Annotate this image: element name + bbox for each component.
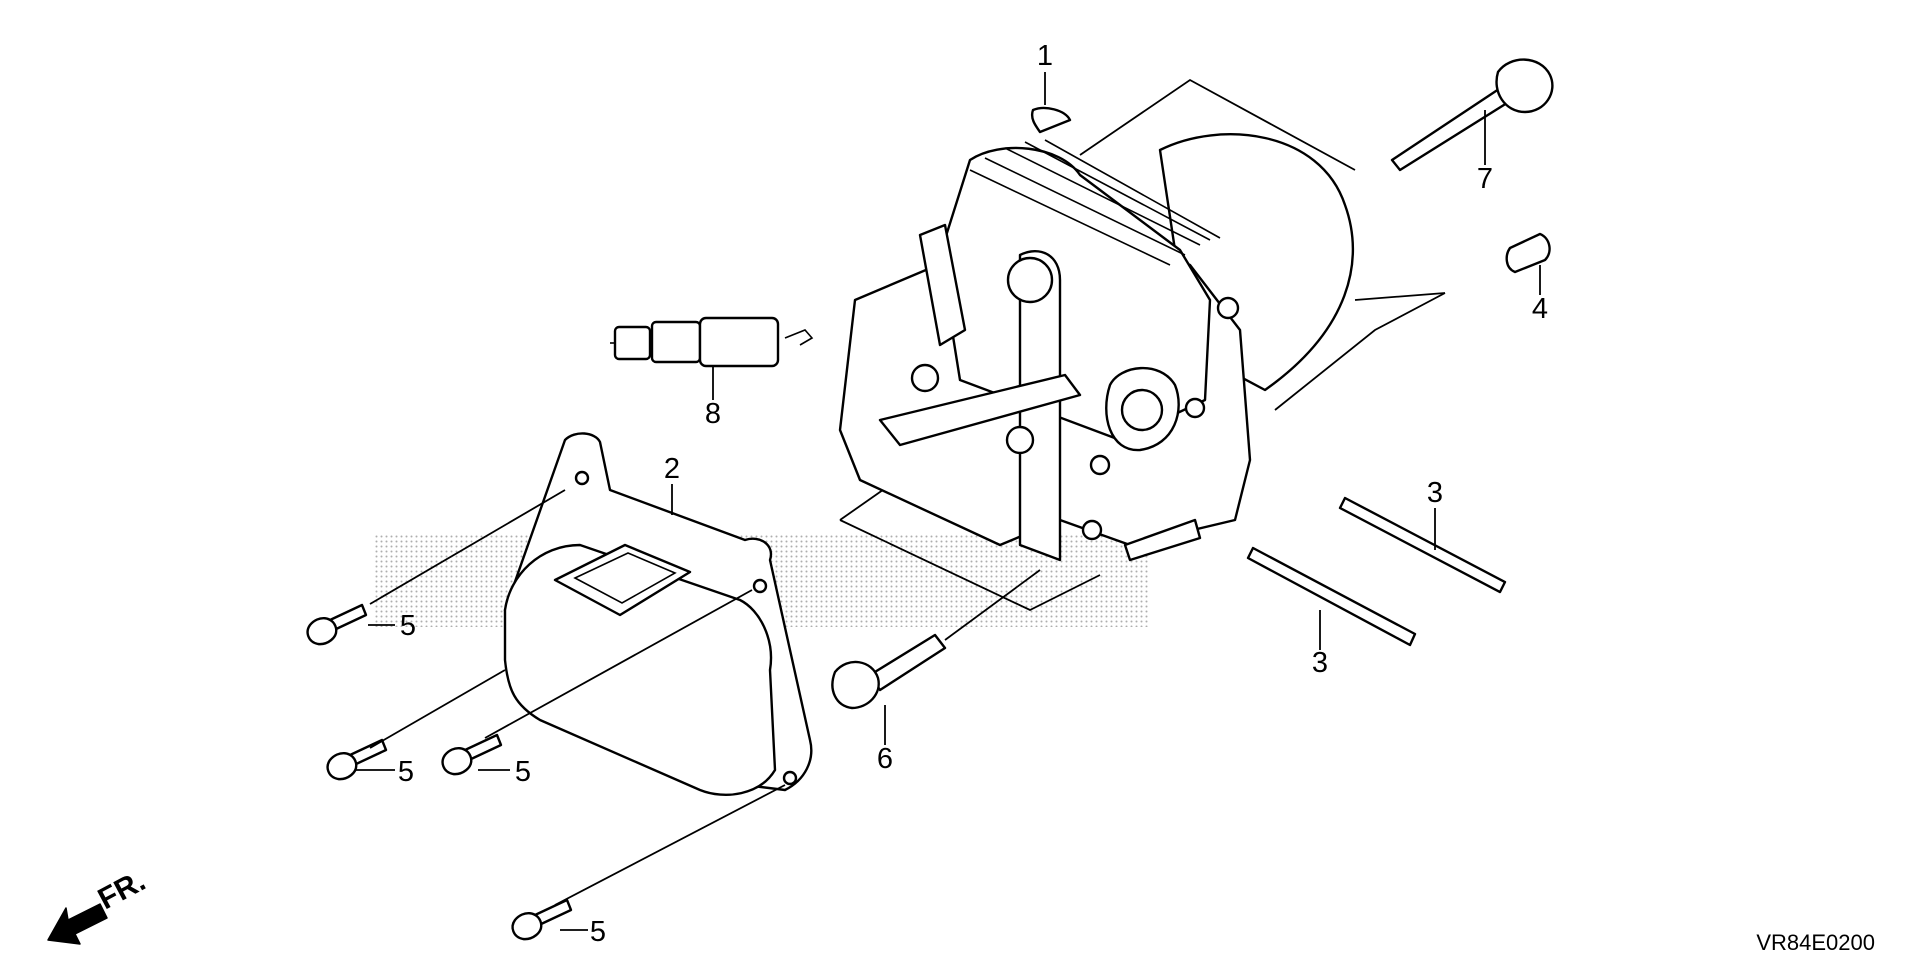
callout-5b: 5 <box>398 756 414 788</box>
callout-7: 7 <box>1477 163 1493 195</box>
dowel-pin-part <box>1505 232 1551 274</box>
leader-lines <box>355 72 1541 931</box>
small-bolt-part-c <box>441 733 503 776</box>
callout-1: 1 <box>1037 40 1053 72</box>
callout-4: 4 <box>1532 293 1548 325</box>
stud-bolt-part <box>1246 496 1507 647</box>
head-cover-part <box>503 432 813 797</box>
callout-8: 8 <box>705 398 721 430</box>
spark-plug-part <box>610 316 814 368</box>
callout-5a: 5 <box>400 610 416 642</box>
cylinder-head-part <box>838 106 1355 562</box>
callout-3b: 3 <box>1312 647 1328 679</box>
callout-2: 2 <box>664 453 680 485</box>
small-bolt-part-a <box>306 603 368 646</box>
small-bolt-part-b <box>326 738 388 781</box>
small-bolt-part-d <box>511 898 573 941</box>
callouts: 1 2 3 3 4 5 5 5 5 6 7 8 <box>398 40 1548 948</box>
callout-5c: 5 <box>515 756 531 788</box>
flange-bolt-part <box>831 633 947 710</box>
callout-5d: 5 <box>590 916 606 948</box>
callout-3a: 3 <box>1427 477 1443 509</box>
diagram-code: VR84E0200 <box>1756 930 1875 955</box>
callout-6: 6 <box>877 743 893 775</box>
front-arrow-icon <box>47 903 108 945</box>
long-bolt-part <box>1390 58 1554 172</box>
front-direction-indicator: FR. <box>47 864 151 945</box>
